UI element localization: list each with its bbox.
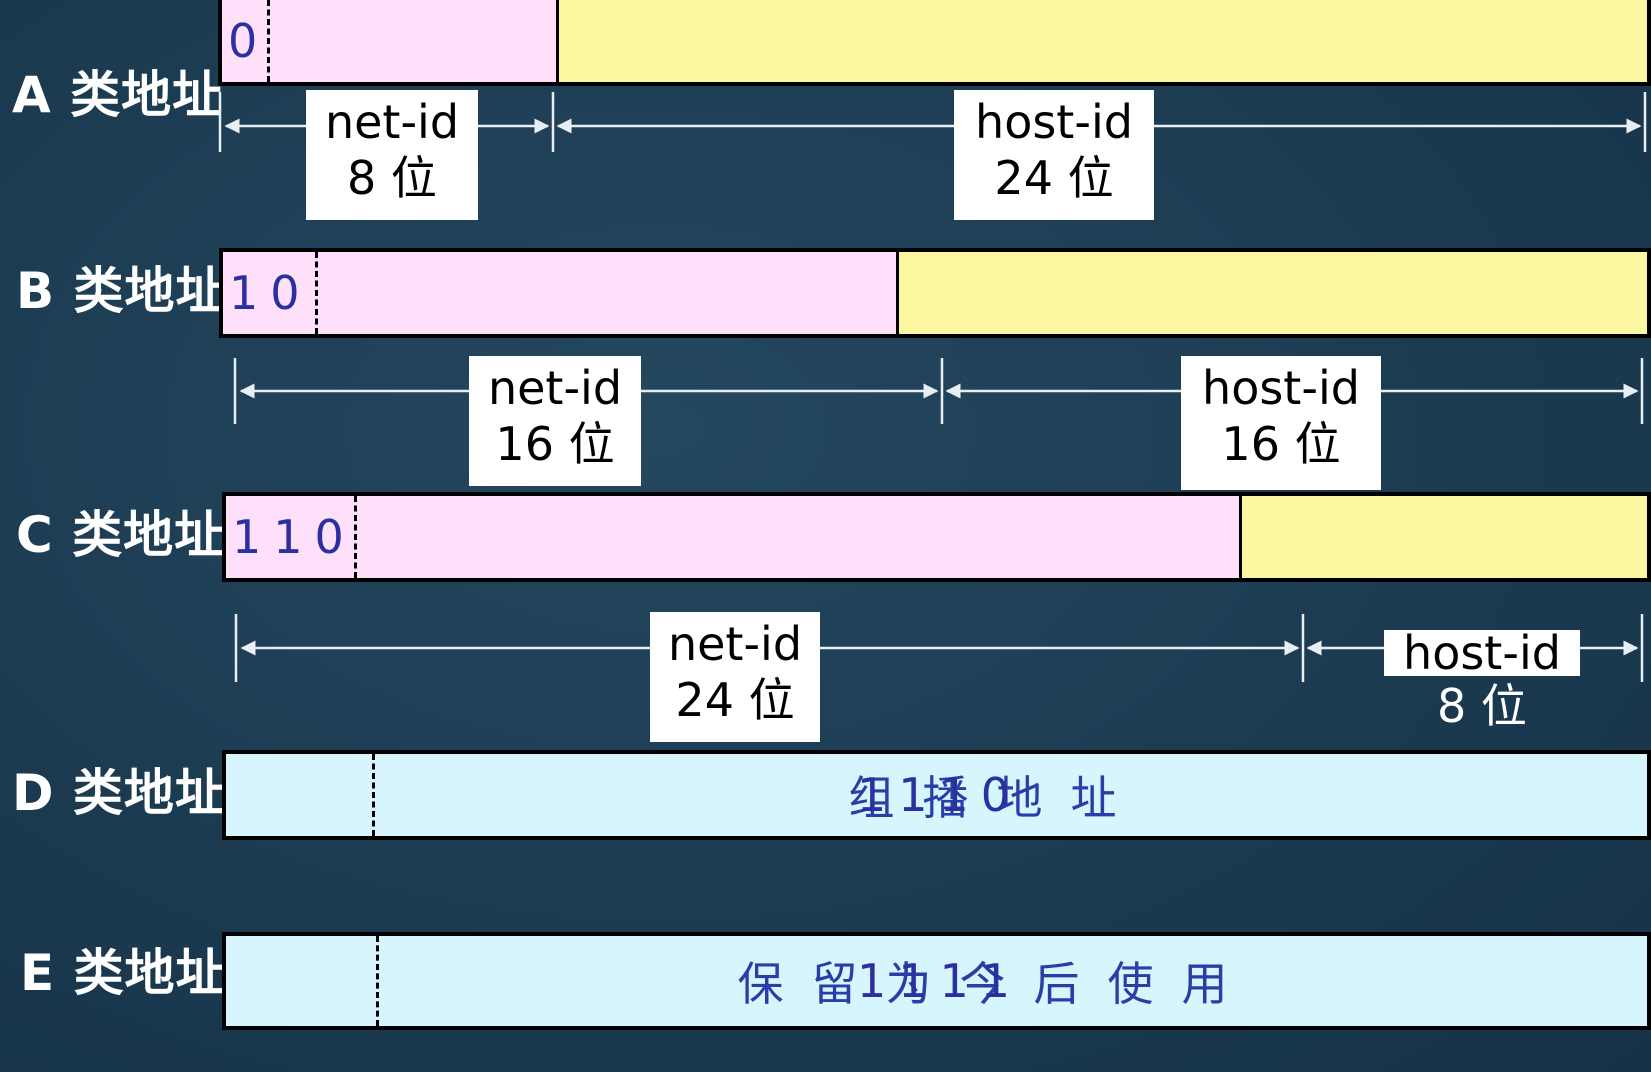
class-a-host-name: host-id: [975, 95, 1133, 149]
class-c-label: C 类地址: [16, 506, 226, 564]
class-b-prefix-divider: [315, 252, 318, 334]
class-a-net-segment: 0: [222, 0, 556, 82]
class-d-prefix-divider: [372, 754, 375, 836]
class-c-net-segment: 110: [226, 496, 1239, 578]
class-b-host-segment: [896, 252, 1647, 334]
class-e-reserved-text: 保留为今后使用: [737, 957, 1256, 1011]
class-c-prefix-divider: [354, 496, 357, 578]
class-c-host-label: host-id 8 位: [1384, 626, 1580, 736]
class-d-prefix: 1110: [856, 768, 1023, 822]
class-a-prefix: 0: [228, 14, 270, 68]
class-b-net-name: net-id: [487, 361, 623, 415]
class-c-host-bits: 8 位: [1437, 679, 1527, 733]
class-b-bar: 10: [219, 248, 1651, 338]
class-a-host-bits: 24 位: [994, 151, 1114, 205]
class-d-multicast-text: 组播地址: [848, 771, 1145, 825]
class-e-segment: 1111 保留为今后使用: [226, 936, 1647, 1026]
class-c-bar: 110: [222, 492, 1651, 582]
class-c-prefix: 110: [232, 510, 356, 564]
class-a-bar: 0: [218, 0, 1651, 86]
class-a-host-segment: [556, 0, 1647, 82]
class-b-net-bits: 16 位: [495, 417, 615, 471]
class-c-net-label: net-id 24 位: [650, 612, 820, 742]
class-a-net-label: net-id 8 位: [306, 90, 478, 220]
class-d-bar: 1110 组播地址: [222, 750, 1651, 840]
class-b-net-segment: 10: [223, 252, 896, 334]
class-e-prefix-divider: [376, 936, 379, 1026]
class-a-net-bits: 8 位: [347, 151, 437, 205]
class-b-host-name: host-id: [1202, 361, 1360, 415]
class-b-prefix: 10: [229, 266, 312, 320]
class-b-host-bits: 16 位: [1221, 417, 1341, 471]
class-b-net-label: net-id 16 位: [469, 356, 641, 486]
class-e-bar: 1111 保留为今后使用: [222, 932, 1651, 1030]
class-c-net-bits: 24 位: [675, 673, 795, 727]
class-a-prefix-divider: [267, 0, 270, 82]
class-e-label: E 类地址: [20, 944, 227, 1002]
class-d-label: D 类地址: [12, 764, 226, 822]
class-b-host-label: host-id 16 位: [1181, 356, 1381, 490]
class-a-net-name: net-id: [324, 95, 460, 149]
class-d-segment: 1110 组播地址: [226, 754, 1647, 836]
class-a-host-label: host-id 24 位: [954, 90, 1154, 220]
class-b-label: B 类地址: [16, 262, 227, 320]
class-a-label: A 类地址: [12, 66, 224, 124]
class-e-prefix: 1111: [856, 954, 1023, 1008]
class-c-host-name: host-id: [1384, 630, 1580, 676]
class-c-host-segment: [1239, 496, 1647, 578]
class-c-net-name: net-id: [667, 617, 803, 671]
